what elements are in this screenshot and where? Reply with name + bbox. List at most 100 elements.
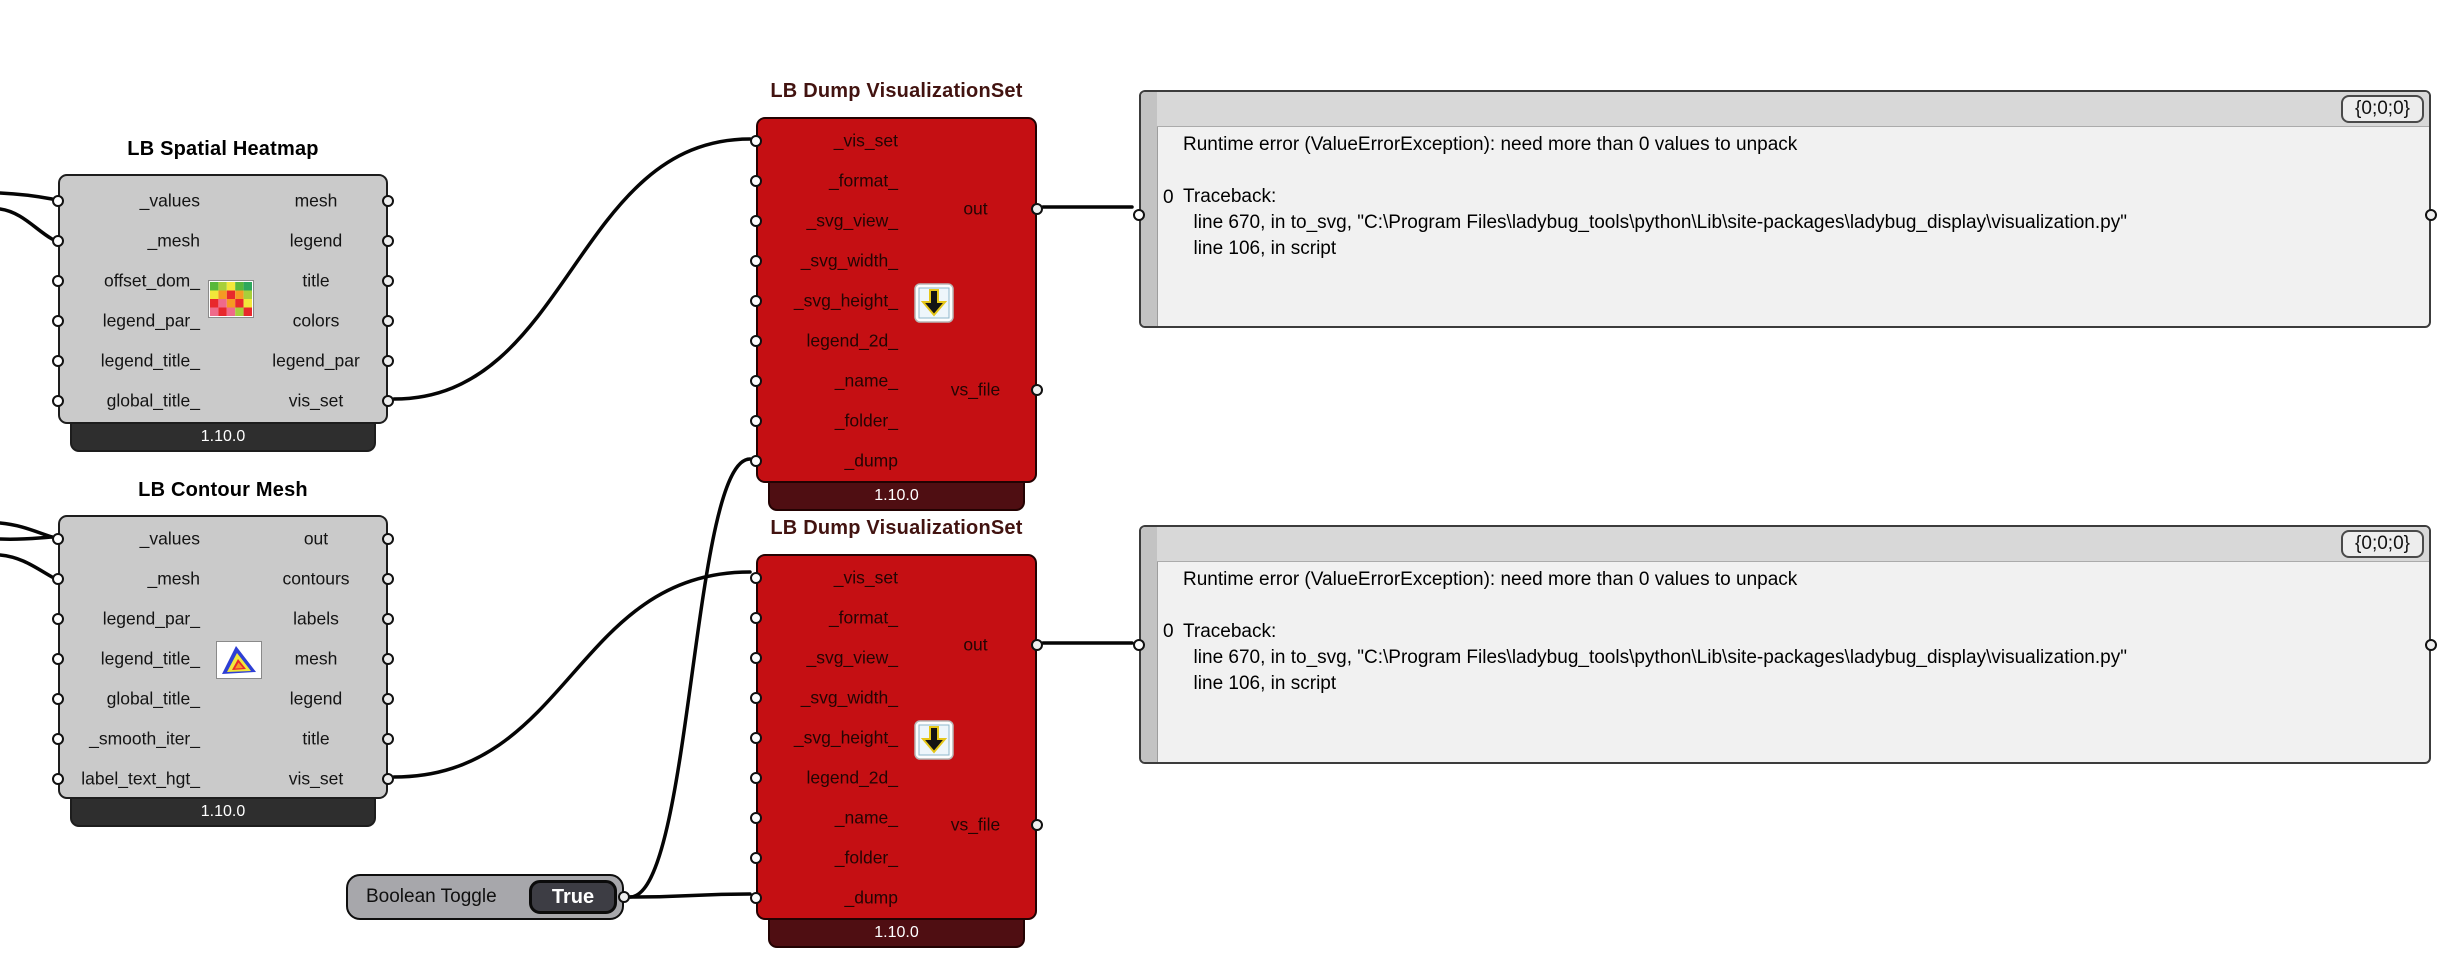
input-port-label: _svg_height_ xyxy=(793,290,898,311)
input-port-row: _dump xyxy=(750,441,1035,481)
wire[interactable] xyxy=(0,553,54,579)
panel-left-strip xyxy=(1141,92,1158,326)
input-port-hook[interactable] xyxy=(750,772,762,784)
output-port-nub[interactable] xyxy=(382,355,394,367)
wire[interactable] xyxy=(392,570,752,779)
input-port-hook[interactable] xyxy=(52,395,64,407)
input-port-hook[interactable] xyxy=(52,315,64,327)
output-port-nub[interactable] xyxy=(382,395,394,407)
input-port-label: offset_dom_ xyxy=(104,270,200,291)
input-port-hook[interactable] xyxy=(750,572,762,584)
input-port-label: _name_ xyxy=(834,370,898,391)
input-port-hook[interactable] xyxy=(52,733,64,745)
input-port-hook[interactable] xyxy=(750,612,762,624)
heatmap-icon xyxy=(208,280,254,323)
wire[interactable] xyxy=(0,535,54,541)
input-port-label: legend_title_ xyxy=(100,648,200,669)
input-port-row: _svg_view_ xyxy=(750,201,1035,241)
error-panel-1[interactable]: {0;0;0} 0 Runtime error (ValueErrorExcep… xyxy=(1133,90,2437,328)
output-port-nub[interactable] xyxy=(1031,819,1043,831)
panel-text-line: Runtime error (ValueErrorException): nee… xyxy=(1183,134,1798,155)
input-port-row: _name_ xyxy=(750,361,1035,401)
input-port-hook[interactable] xyxy=(750,732,762,744)
input-port-hook[interactable] xyxy=(52,355,64,367)
input-port-hook[interactable] xyxy=(750,335,762,347)
output-port-nub[interactable] xyxy=(2425,639,2437,651)
input-port-hook[interactable] xyxy=(750,415,762,427)
input-port-hook[interactable] xyxy=(750,295,762,307)
boolean-toggle-value[interactable]: True xyxy=(529,880,617,914)
input-port-hook[interactable] xyxy=(52,275,64,287)
input-port-hook[interactable] xyxy=(750,175,762,187)
input-port-label: legend_title_ xyxy=(100,350,200,371)
output-port-row: vis_set xyxy=(60,381,394,421)
wire[interactable] xyxy=(392,137,752,401)
input-port-hook[interactable] xyxy=(750,255,762,267)
wire[interactable] xyxy=(0,207,54,241)
output-port-nub[interactable] xyxy=(2425,209,2437,221)
component-dump-visualization-set-2[interactable]: _vis_set _format_ _svg_view_ _svg_width_ xyxy=(750,554,1043,920)
component-spatial-heatmap[interactable]: _values _mesh offset_dom_ legend_par_ xyxy=(52,174,394,424)
wire[interactable] xyxy=(0,191,54,201)
output-port-label: title xyxy=(302,728,330,749)
input-port-hook[interactable] xyxy=(750,455,762,467)
input-port-hook[interactable] xyxy=(52,235,64,247)
output-port-row: vs_file xyxy=(758,805,1043,845)
input-port-row: _svg_height_ xyxy=(750,718,1035,758)
input-port-label: _svg_width_ xyxy=(800,687,898,708)
input-port-hook[interactable] xyxy=(750,652,762,664)
output-port-nub[interactable] xyxy=(382,275,394,287)
output-port-nub[interactable] xyxy=(1031,384,1043,396)
output-port-nub[interactable] xyxy=(1031,203,1043,215)
output-port-nub[interactable] xyxy=(382,235,394,247)
input-port-row: _name_ xyxy=(750,798,1035,838)
input-port-hook[interactable] xyxy=(52,773,64,785)
error-panel-2[interactable]: {0;0;0} 0 Runtime error (ValueErrorExcep… xyxy=(1133,525,2437,764)
input-port-label: _folder_ xyxy=(834,847,898,868)
output-port-nub[interactable] xyxy=(382,533,394,545)
output-port-nub[interactable] xyxy=(382,653,394,665)
input-port-hook[interactable] xyxy=(750,852,762,864)
output-port-nub[interactable] xyxy=(382,195,394,207)
output-port-label: mesh xyxy=(294,190,338,211)
input-port-hook[interactable] xyxy=(750,135,762,147)
panel-text-line: Traceback: xyxy=(1183,186,1277,207)
input-port-hook[interactable] xyxy=(52,693,64,705)
output-port-label: vis_set xyxy=(288,768,344,789)
input-port-hook[interactable] xyxy=(750,692,762,704)
output-port-nub[interactable] xyxy=(382,773,394,785)
output-port-nub[interactable] xyxy=(382,613,394,625)
input-port-hook[interactable] xyxy=(1133,209,1145,221)
wire[interactable] xyxy=(628,457,752,899)
panel-text-line: line 670, in to_svg, "C:\Program Files\l… xyxy=(1183,647,2127,668)
input-port-hook[interactable] xyxy=(52,613,64,625)
input-port-label: _smooth_iter_ xyxy=(89,728,200,749)
output-port-nub[interactable] xyxy=(382,693,394,705)
input-port-hook[interactable] xyxy=(1133,639,1145,651)
input-port-hook[interactable] xyxy=(52,533,64,545)
input-port-label: _vis_set xyxy=(833,130,898,151)
input-port-row: _values xyxy=(52,181,386,221)
input-port-hook[interactable] xyxy=(52,573,64,585)
component-contour-mesh[interactable]: _values _mesh legend_par_ legend_title_ xyxy=(52,515,394,799)
output-port-nub[interactable] xyxy=(382,733,394,745)
wire[interactable] xyxy=(628,892,752,899)
input-port-row: _mesh xyxy=(52,221,386,261)
output-port-row: legend xyxy=(60,221,394,261)
input-port-hook[interactable] xyxy=(750,215,762,227)
output-port-nub[interactable] xyxy=(382,315,394,327)
input-port-hook[interactable] xyxy=(750,812,762,824)
input-port-hook[interactable] xyxy=(750,375,762,387)
input-port-hook[interactable] xyxy=(52,653,64,665)
component-dump-visualization-set-1[interactable]: _vis_set _format_ _svg_view_ _svg_width_ xyxy=(750,117,1043,483)
input-port-hook[interactable] xyxy=(52,195,64,207)
boolean-toggle[interactable]: Boolean Toggle True xyxy=(346,874,630,920)
output-port-nub[interactable] xyxy=(382,573,394,585)
output-port-nub[interactable] xyxy=(618,891,630,903)
output-port-nub[interactable] xyxy=(1031,639,1043,651)
input-port-row: _mesh xyxy=(52,559,386,599)
wire[interactable] xyxy=(0,521,54,539)
input-port-hook[interactable] xyxy=(750,892,762,904)
